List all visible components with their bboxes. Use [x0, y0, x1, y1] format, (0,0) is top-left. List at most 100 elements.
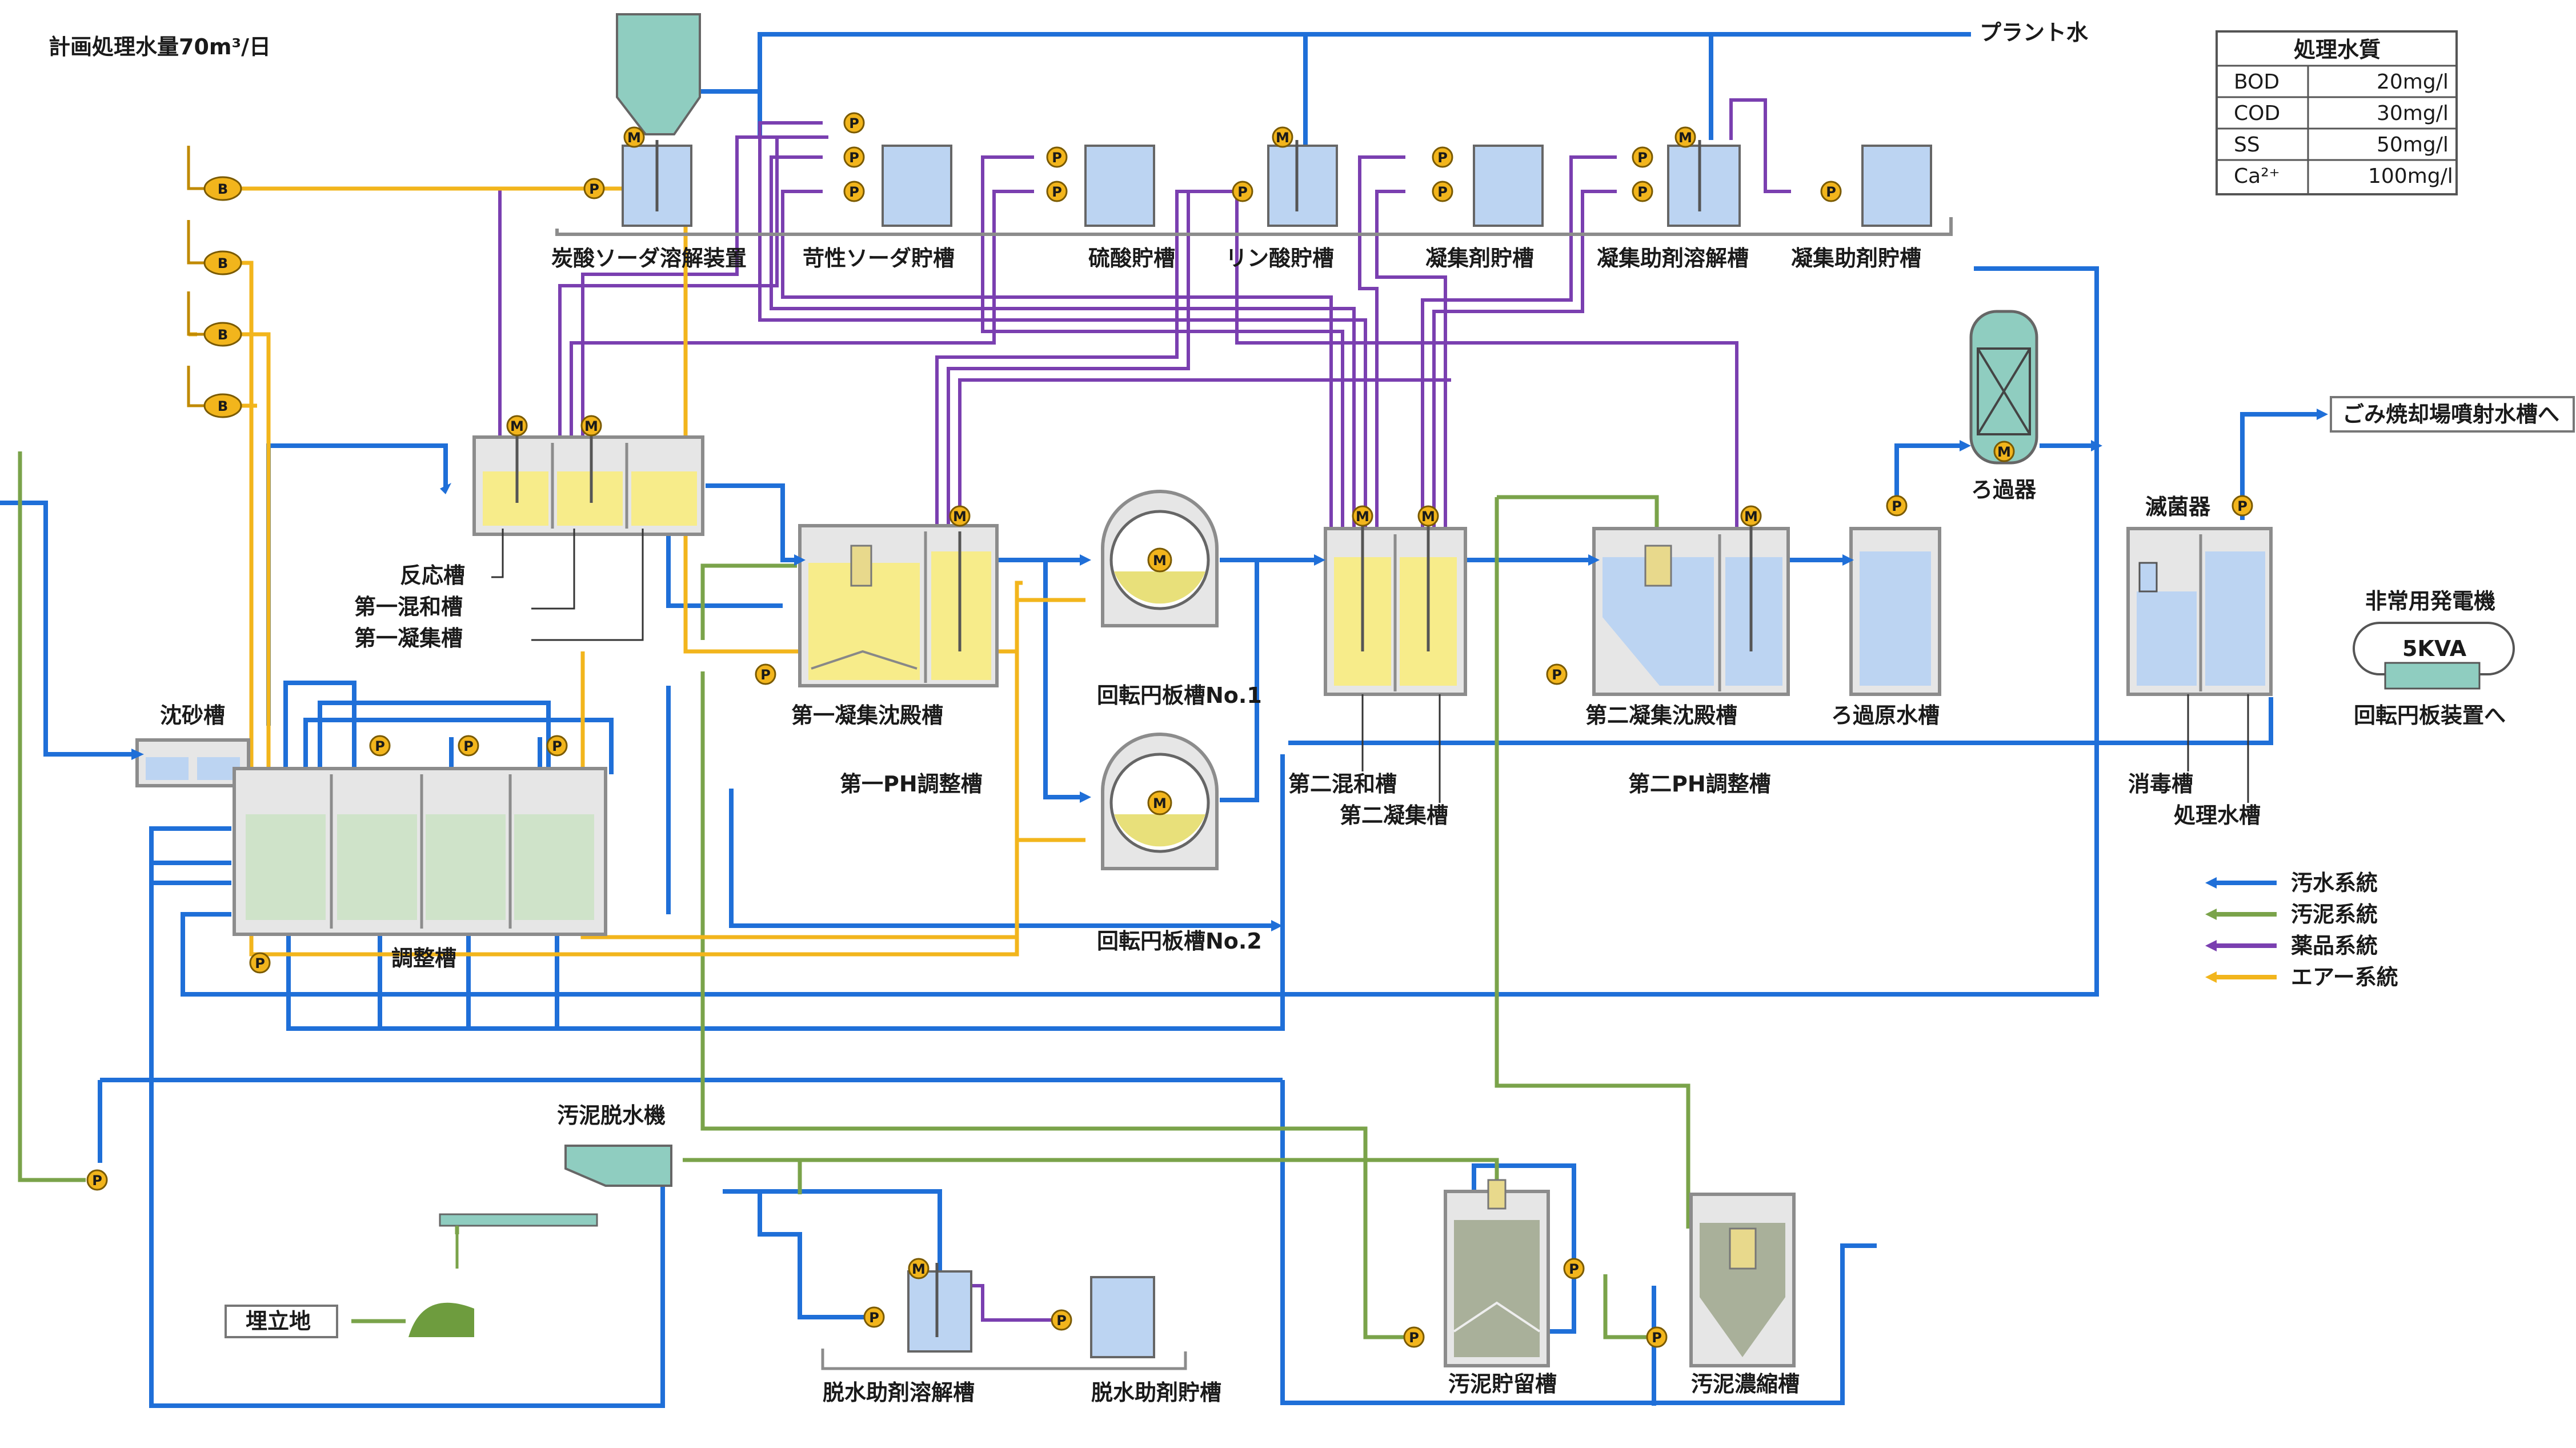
generator-rating: 5KVA	[2402, 636, 2467, 661]
capacity-label: 計画処理水量70m³/日	[49, 34, 271, 59]
svg-text:P: P	[1892, 498, 1902, 514]
sludge-pipes	[18, 451, 1690, 1339]
generator: 非常用発電機 5KVA 回転円板装置へ	[2353, 589, 2515, 728]
svg-text:P: P	[1637, 184, 1648, 200]
equalize-label: 調整槽	[391, 946, 456, 971]
pump-icon: P	[1046, 181, 1068, 202]
pump-icon: P	[1546, 663, 1568, 685]
grit-chamber	[135, 738, 250, 787]
svg-text:P: P	[1826, 184, 1836, 200]
labels: 計画処理水量70m³/日 プラント水 炭酸ソーダ溶解装置 苛性ソーダ貯槽 硫酸貯…	[49, 20, 2261, 1405]
outlet-box: ごみ焼却場噴射水槽へ	[2330, 396, 2575, 433]
svg-text:P: P	[1652, 1330, 1662, 1346]
soda-ash-dissolver	[616, 13, 701, 227]
disinfect-label: 消毒槽	[2128, 771, 2193, 797]
legend-sewage: 汚水系統	[2205, 870, 2378, 895]
pump-badges: P P P P P P P P P P P P P P P P P P P P …	[86, 112, 2253, 1348]
coag1-label: 第一凝集槽	[354, 626, 463, 651]
svg-text:P: P	[849, 184, 859, 200]
landfill-box	[225, 1305, 406, 1338]
pump-icon: P	[1886, 495, 1908, 517]
svg-text:P: P	[1552, 667, 1562, 683]
svg-text:P: P	[375, 738, 385, 754]
quality-value-1: 30mg/l	[2377, 102, 2449, 125]
quality-value-0: 20mg/l	[2377, 70, 2449, 94]
motor-icon: M	[908, 1258, 930, 1279]
pump-icon: P	[843, 146, 865, 168]
svg-text:P: P	[1437, 150, 1448, 166]
blower-icon: B	[203, 250, 242, 275]
legend-air-label: エアー系統	[2291, 965, 2398, 990]
chemical-shelf	[555, 217, 1953, 236]
motor-badges: M M M M M M M M M M M M M	[506, 126, 2015, 1279]
sludge-thick-label: 汚泥濃縮槽	[1691, 1371, 1800, 1397]
motor-icon: M	[506, 415, 528, 437]
dew-aid-dissolve-label: 脱水助剤溶解槽	[823, 1380, 975, 1405]
coag2-label: 第二凝集槽	[1340, 803, 1448, 828]
svg-text:M: M	[1276, 130, 1289, 146]
legend-sludge-label: 汚泥系統	[2291, 902, 2378, 927]
sludge-storage-tank	[1444, 1179, 1550, 1367]
pump-icon: P	[1820, 181, 1842, 202]
pump-icon: P	[1046, 146, 1068, 168]
motor-icon: M	[1417, 505, 1439, 527]
svg-text:P: P	[1409, 1330, 1419, 1346]
dew-aid-store-label: 脱水助剤貯槽	[1091, 1380, 1221, 1405]
quality-table: 処理水質 BOD 20mg/l COD 30mg/l SS 50mg/l Ca²…	[2216, 30, 2458, 195]
phosphoric-label: リン酸貯槽	[1225, 246, 1334, 271]
dewatering-aid-tanks	[821, 1263, 1187, 1370]
aid-dissolve-label: 凝集助剤溶解槽	[1597, 246, 1749, 271]
ph2-label: 第二PH調整槽	[1628, 771, 1771, 797]
legend-sewage-label: 汚水系統	[2291, 870, 2378, 895]
outlet-label: ごみ焼却場噴射水槽へ	[2342, 402, 2559, 427]
pump-icon: P	[1403, 1326, 1425, 1348]
svg-text:P: P	[2237, 498, 2248, 514]
legend-chemical-label: 薬品系統	[2291, 933, 2378, 958]
blower-badges: B B B B	[203, 176, 242, 418]
svg-text:M: M	[1744, 509, 1758, 525]
sulfuric-tank	[1084, 145, 1155, 227]
svg-text:M: M	[1356, 509, 1369, 525]
motor-icon: M	[1993, 441, 2015, 462]
quality-title: 処理水質	[2294, 37, 2381, 62]
leader-lines	[491, 529, 2249, 803]
svg-text:P: P	[463, 738, 474, 754]
quality-param-2: SS	[2234, 133, 2260, 157]
svg-text:B: B	[218, 398, 228, 414]
pump-icon: P	[1432, 181, 1453, 202]
caustic-tank	[882, 145, 952, 227]
quality-param-3: Ca²⁺	[2234, 165, 2280, 188]
sewage-pipes	[0, 32, 2322, 1408]
second-sedimentation-tank	[1592, 514, 1790, 696]
svg-text:P: P	[849, 150, 859, 166]
svg-text:P: P	[1437, 184, 1448, 200]
disinfection-treated-tanks	[2126, 527, 2273, 696]
pressure-filter	[1969, 310, 2038, 465]
filter-label: ろ過器	[1971, 477, 2037, 502]
motor-icon: M	[1740, 505, 1762, 527]
second-mix-coag-tanks	[1324, 514, 1467, 696]
pump-icon: P	[1646, 1326, 1668, 1348]
flow-arrows	[131, 409, 2328, 931]
motor-icon: M	[1674, 126, 1696, 148]
aid-store-label: 凝集助剤貯槽	[1791, 246, 1921, 271]
svg-text:B: B	[218, 327, 228, 343]
pump-icon: P	[583, 178, 605, 199]
sedim2-label: 第二凝集沈殿槽	[1585, 703, 1737, 728]
reaction-label: 反応槽	[400, 563, 465, 588]
svg-text:M: M	[627, 130, 641, 146]
generator-title: 非常用発電機	[2365, 589, 2495, 614]
svg-text:M: M	[912, 1261, 926, 1277]
pump-icon: P	[1632, 146, 1653, 168]
blower-icon: B	[203, 393, 242, 418]
equalization-tank	[233, 767, 607, 936]
rbc1-label: 回転円板槽No.1	[1097, 683, 1262, 708]
svg-text:M: M	[1421, 509, 1435, 525]
legend-air: エアー系統	[2205, 965, 2398, 990]
motor-icon: M	[949, 505, 971, 527]
svg-text:P: P	[869, 1310, 879, 1326]
mix1-label: 第一混和槽	[354, 594, 463, 619]
svg-text:P: P	[1637, 150, 1648, 166]
first-sedimentation-tank	[798, 524, 999, 687]
quality-value-2: 50mg/l	[2377, 133, 2449, 157]
